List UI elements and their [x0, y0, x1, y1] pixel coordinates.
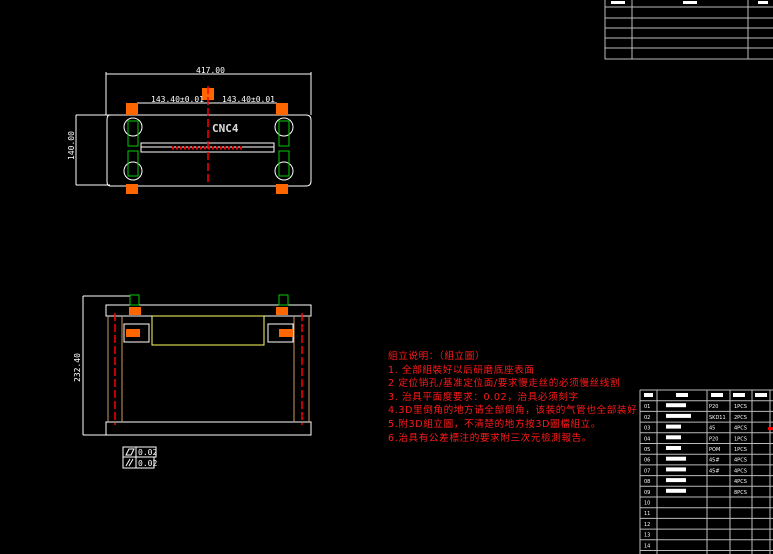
note-item: 1. 全部組裝好以后研磨底座表面 [388, 364, 535, 376]
bom-row: 07 45# 4PCS [644, 467, 747, 474]
dim-right-pitch: 143.40±0.01 [222, 95, 275, 104]
bom-no: 09 [644, 490, 650, 496]
bom-row: 13 [644, 533, 650, 539]
bom-name-redacted [666, 413, 691, 418]
notes-title: 組立说明：（組立圖） [388, 351, 486, 362]
bom-no: 07 [644, 468, 650, 474]
bom-name-redacted [666, 424, 681, 429]
bom-qty: 4PCS [734, 458, 747, 464]
bom-header-cell [755, 393, 767, 397]
dim-front-height: 232.40 [73, 353, 82, 382]
bom-name-redacted [666, 456, 686, 461]
revision-table [604, 0, 773, 60]
bom-row: 11 [644, 511, 650, 517]
note-item: 4.3D里倒角的地方请全部倒角，该装的气管也全部装好 [388, 405, 638, 417]
bom-row: 02 SKD11 2PCS [644, 413, 747, 421]
bom-qty: 4PCS [734, 468, 747, 474]
note-item: 5.附3D組立圖，不清楚的地方按3D圖檔組立。 [388, 418, 602, 430]
note-item: 6.治具有公差標注的要求附三次元檢測報告。 [388, 432, 593, 444]
bom-no: 05 [644, 447, 650, 453]
bom-no: 04 [644, 436, 650, 442]
bom-name-redacted [666, 435, 681, 440]
bom-row: 12 [644, 522, 650, 528]
bom-row: 06 45# 4PCS [644, 456, 747, 464]
tolerance-frame [122, 446, 157, 469]
bom-qty: 4PCS [734, 479, 747, 485]
part-label: CNC4 [212, 122, 239, 135]
flatness-icon [125, 448, 135, 456]
bom-no: 03 [644, 426, 650, 432]
bom-material: P20 [709, 436, 718, 442]
dim-height: 140.00 [67, 131, 76, 160]
bom-name-redacted [666, 478, 686, 483]
bom-qty: 8PCS [734, 490, 747, 496]
dim-left-pitch: 143.40±0.01 [151, 95, 204, 104]
note-item: 3. 治具平面度要求：0.02，治具必须刻字 [388, 391, 579, 403]
bom-qty: 2PCS [734, 415, 747, 421]
flatness-value: 0.02 [138, 448, 157, 457]
bom-header-cell [644, 393, 653, 397]
bom-mark [768, 427, 773, 431]
bom-header-cell [676, 393, 688, 397]
bom-row: 08 4PCS [644, 478, 747, 485]
front-view: 232.40 0.02 0.02 [73, 294, 312, 469]
bom-no: 01 [644, 404, 650, 410]
bom-material: 45# [709, 468, 720, 474]
assembly-notes: 組立说明：（組立圖） 1. 全部組裝好以后研磨底座表面 2 定位销孔/基准定位面… [388, 350, 637, 445]
bom-qty: 1PCS [734, 447, 747, 453]
bom-name-redacted [666, 488, 686, 493]
bom-header-cell [733, 393, 745, 397]
bom-material: P20 [709, 404, 718, 410]
bom-name-redacted [666, 446, 681, 450]
bom-qty: 1PCS [734, 436, 747, 442]
bom-no: 14 [644, 543, 650, 549]
bom-row: 10 [644, 501, 650, 507]
note-item: 2 定位销孔/基准定位面/要求慢走丝的必须慢丝线割 [388, 378, 621, 390]
bom-material: POM [709, 447, 720, 453]
bom-qty: 1PCS [734, 404, 747, 410]
bom-no: 02 [644, 415, 650, 421]
bom-header-cell [711, 393, 723, 397]
bom-no: 06 [644, 458, 650, 464]
bom-no: 12 [644, 522, 650, 528]
bom-qty: 4PCS [734, 426, 747, 432]
bom-no: 11 [644, 511, 650, 517]
bom-no: 08 [644, 479, 650, 485]
bom-no: 13 [644, 533, 650, 539]
bom-row: 03 45 4PCS [644, 424, 747, 432]
bom-material: 45# [709, 458, 720, 464]
bom-row: 14 [644, 543, 650, 549]
top-view: 417.00 143.40±0.01 143.40±0.01 140.00 CN… [67, 66, 312, 194]
parallelism-value: 0.02 [138, 459, 157, 468]
bom-row: 04 P20 1PCS [644, 435, 747, 442]
bom-no: 10 [644, 501, 650, 507]
bom-row: 09 8PCS [644, 488, 747, 496]
bom-name-redacted [666, 467, 686, 472]
bom-material: SKD11 [709, 415, 726, 421]
bom-row: 05 POM 1PCS [644, 446, 747, 453]
parallelism-icon [125, 458, 134, 467]
dim-overall-width: 417.00 [196, 66, 225, 75]
bom-material: 45 [709, 426, 715, 432]
bom-name-redacted [666, 403, 686, 408]
bom-row: 01 P20 1PCS [644, 403, 747, 410]
